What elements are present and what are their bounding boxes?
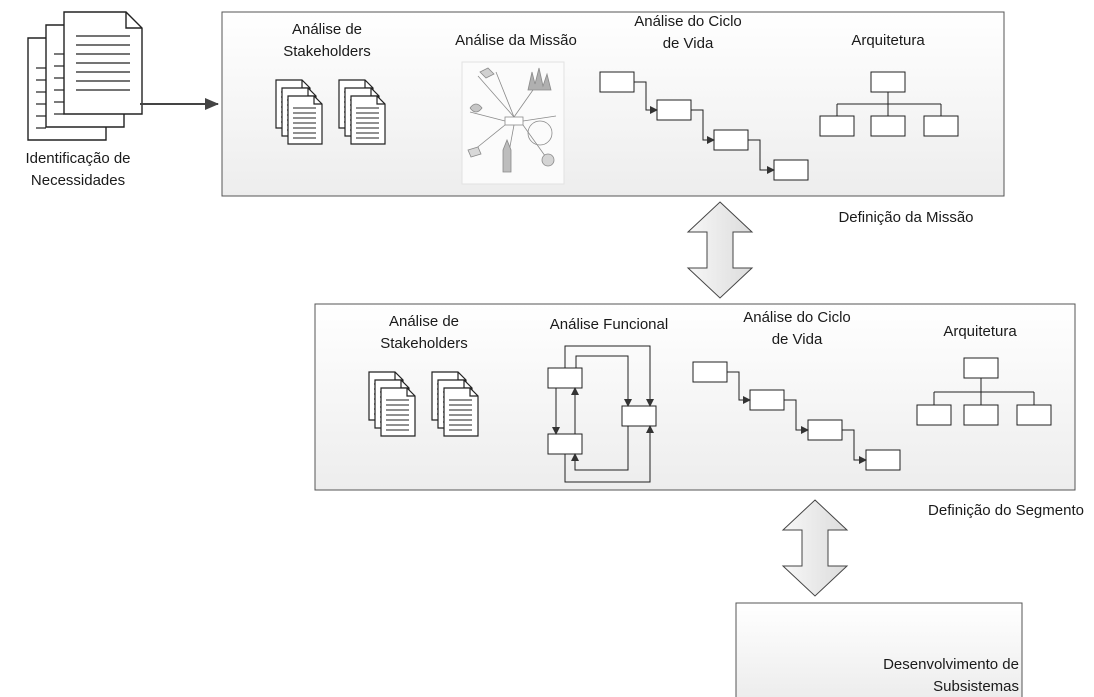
segment-architecture-tree-icon (916, 357, 1052, 426)
subsystems-label-line2: Subsistemas (933, 678, 1019, 695)
needs-label-line2: Necessidades (31, 172, 125, 189)
needs-label-line1: Identificação de (25, 150, 130, 167)
functional-analysis-flow-icon (547, 345, 657, 483)
mission-stakeholders-label-line1: Análise de (292, 21, 362, 38)
mission-segment-double-arrow (686, 201, 754, 299)
mission-analysis-label: Análise da Missão (455, 32, 577, 49)
subsystems-panel (735, 602, 1023, 697)
segment-lifecycle-waterfall-icon (692, 361, 901, 471)
functional-analysis-label: Análise Funcional (550, 316, 668, 333)
mission-lifecycle-label-line2: de Vida (663, 35, 714, 52)
mission-architecture-label: Arquitetura (851, 32, 925, 49)
mission-stakeholders-label-line2: Stakeholders (283, 43, 371, 60)
needs-documents-icon (27, 11, 143, 141)
segment-caption: Definição do Segmento (928, 502, 1084, 519)
mission-concept-image (461, 61, 565, 185)
segment-stakeholders-label-line1: Análise de (389, 313, 459, 330)
segment-subsystems-double-arrow (781, 499, 849, 597)
mission-architecture-tree-icon (819, 71, 959, 137)
mission-lifecycle-label-line1: Análise do Ciclo (634, 13, 742, 30)
segment-stakeholders-label-line2: Stakeholders (380, 335, 468, 352)
mission-lifecycle-waterfall-icon (599, 71, 809, 181)
segment-lifecycle-label-line1: Análise do Ciclo (743, 309, 851, 326)
segment-lifecycle-label-line2: de Vida (772, 331, 823, 348)
segment-architecture-label: Arquitetura (943, 323, 1017, 340)
subsystems-label-line1: Desenvolvimento de (883, 656, 1019, 673)
mission-caption: Definição da Missão (838, 209, 973, 226)
